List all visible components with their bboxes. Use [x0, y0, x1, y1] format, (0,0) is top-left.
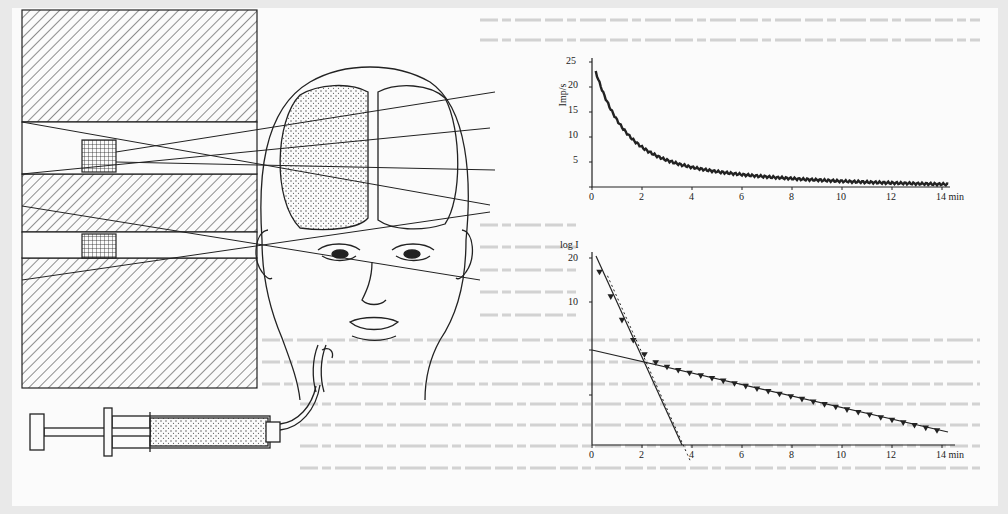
- head: [256, 67, 472, 400]
- axis-value: 20: [568, 253, 578, 263]
- axis-value: 4: [689, 192, 694, 202]
- axis-value: 0: [589, 450, 594, 460]
- page: [12, 8, 998, 506]
- axis-value: 6: [739, 192, 744, 202]
- axis-value: 8: [789, 192, 794, 202]
- axis-value: 10: [568, 130, 578, 140]
- axis-value: 10: [568, 297, 578, 307]
- axis-title: Imp/s: [558, 84, 568, 107]
- axis-value: 5: [573, 155, 578, 165]
- axis-value: 14 min: [936, 192, 964, 202]
- axis-value: 10: [836, 192, 846, 202]
- axis-value: log I: [560, 240, 579, 250]
- axis-value: 8: [789, 450, 794, 460]
- axis-value: 12: [886, 192, 896, 202]
- graphs: [589, 58, 955, 460]
- axis-value: 2: [639, 192, 644, 202]
- page-text-lines: [262, 20, 980, 468]
- axis-value: 20: [568, 80, 578, 90]
- collimator: [22, 10, 257, 388]
- axis-value: 14 min: [936, 450, 964, 460]
- axis-value: 6: [739, 450, 744, 460]
- detector-field-lines: [22, 92, 495, 280]
- axis-value: 0: [589, 192, 594, 202]
- axis-value: 12: [886, 450, 896, 460]
- syringe: [30, 345, 333, 456]
- axis-value: 4: [689, 450, 694, 460]
- axis-value: 10: [836, 450, 846, 460]
- axis-value: 15: [568, 105, 578, 115]
- axis-value: 2: [639, 450, 644, 460]
- axis-value: 25: [566, 56, 576, 66]
